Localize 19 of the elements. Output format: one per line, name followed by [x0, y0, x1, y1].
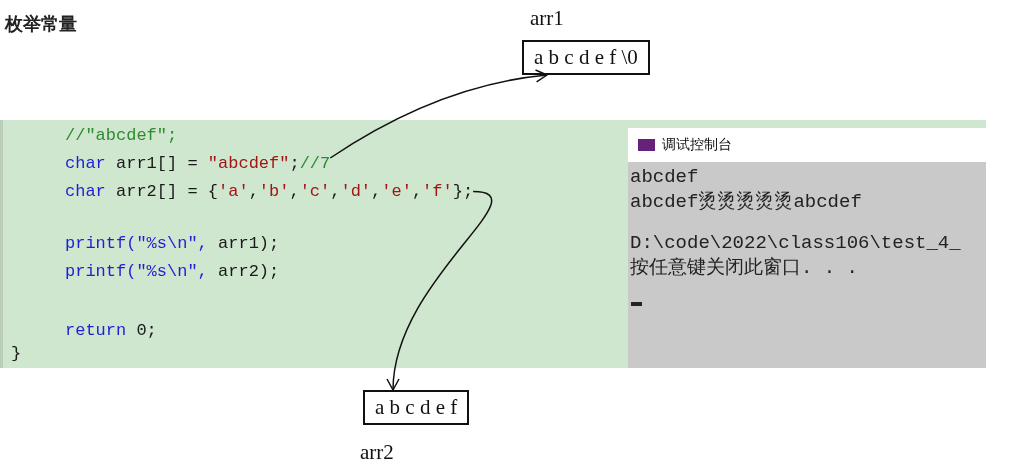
code-line: printf("%s\n", arr2);: [65, 262, 280, 281]
code-line: return 0;: [65, 321, 157, 340]
arrow: [329, 69, 548, 159]
code-line: printf("%s\n", arr1);: [65, 234, 280, 253]
code-line: char arr2[] = {'a','b','c','d','e','f'};: [65, 182, 474, 201]
console-output: D:\code\2022\class106\test_4_: [630, 232, 961, 254]
code-line: char arr1[] = "abcdef";//7: [65, 154, 331, 173]
console-output: abcdef: [630, 166, 699, 188]
title: 枚举常量: [5, 13, 77, 36]
code-line: //"abcdef";: [65, 126, 178, 145]
arrow: [387, 190, 493, 391]
array-box: a b c d e f \0: [522, 40, 650, 75]
code-line: }: [11, 344, 22, 363]
window-title: 调试控制台: [662, 136, 732, 154]
console-output: 按任意键关闭此窗口. . .: [630, 256, 858, 280]
console-output: abcdef烫烫烫烫烫abcdef: [630, 190, 862, 214]
array-box: a b c d e f: [363, 390, 470, 425]
array-name: arr2: [360, 440, 394, 465]
array-name: arr1: [530, 6, 564, 31]
